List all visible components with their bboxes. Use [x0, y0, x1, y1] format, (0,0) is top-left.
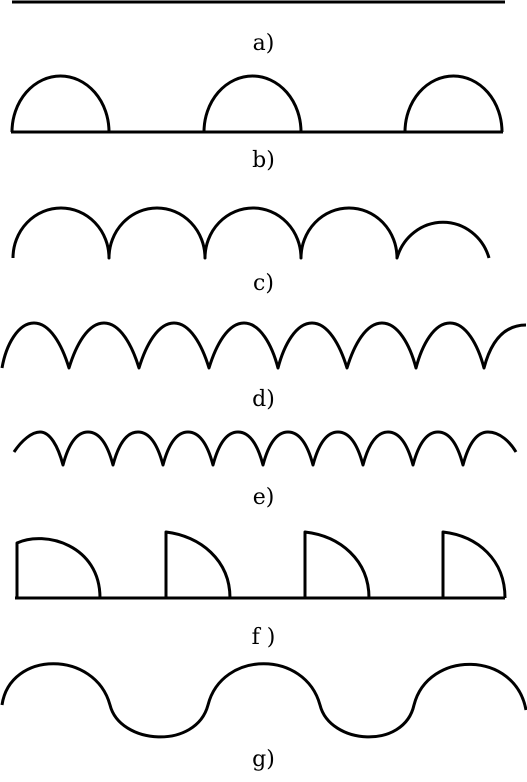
panel-label-f: f ) [251, 625, 276, 650]
profile-c-contiguous-arcs [11, 206, 491, 260]
panel-label-a: a) [252, 31, 275, 56]
profile-e-small-cusped-arcs [12, 430, 518, 467]
profile-f-bump-2 [164, 530, 232, 599]
profile-f-quarter-bumps-on-base [15, 530, 507, 600]
panel-label-e: e) [252, 485, 275, 510]
panel-label-b: b) [252, 148, 275, 173]
panel-label-g: g) [252, 747, 275, 772]
profile-b-semicircles-on-base [10, 74, 504, 134]
profile-g-sinusoid [0, 662, 527, 739]
panel-label-c: c) [253, 271, 274, 296]
panel-label-d: d) [252, 387, 275, 412]
profile-f-bump-3 [303, 530, 371, 599]
profile-b-bump-1 [10, 74, 111, 133]
profile-d-cusped-arcs [0, 321, 527, 370]
profile-f-bump-4 [441, 530, 507, 599]
profile-f-bump-1 [15, 537, 102, 599]
profile-b-bump-3 [403, 74, 504, 133]
profile-b-bump-2 [202, 74, 303, 133]
